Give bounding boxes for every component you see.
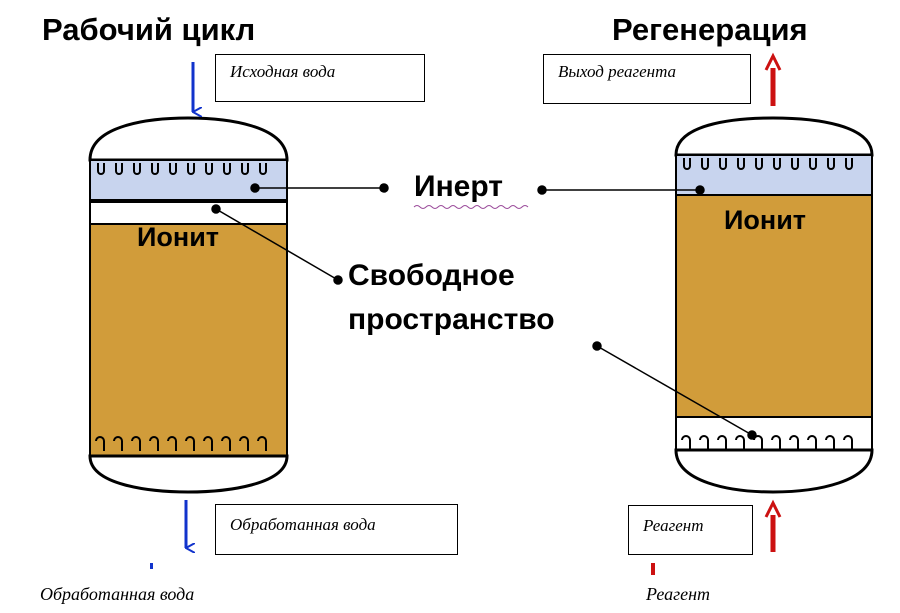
right-stray-mark [651,563,655,575]
right-resin-layer [675,194,873,418]
left-stray-mark [150,563,153,569]
right-outlet-arrow [764,52,782,106]
right-inlet-arrow [764,499,782,552]
spellcheck-underline [413,205,529,209]
left-vessel-bottom-dome [88,454,289,494]
right-resin-label: Ионит [724,205,807,235]
left-top-distributor [97,163,267,175]
right-vessel-bottom-dome [674,448,874,494]
left-vessel-top-dome [88,116,289,162]
right-inlet-label-box: Реагент [628,505,753,555]
right-free-space-band [675,416,873,451]
left-vessel [88,116,289,494]
right-vessel [674,116,874,494]
inert-label: Инерт [414,170,503,203]
title-regeneration: Регенерация [612,12,808,47]
inert-leaders [250,183,705,195]
right-outlet-label-box: Выход реагента [543,54,751,104]
left-resin-label: Ионит [137,222,220,252]
left-outlet-label-box: Обработанная вода [215,504,458,555]
left-bottom-caption: Обработанная вода [40,584,195,604]
right-bottom-caption: Реагент [646,584,711,604]
left-bottom-distributor [95,436,267,451]
left-resin-layer [89,223,288,457]
right-bottom-distributor [681,435,853,450]
title-working-cycle: Рабочий цикл [42,12,256,47]
left-inlet-label-box: Исходная вода [215,54,425,102]
right-top-distributor [683,158,853,170]
right-vessel-top-dome [674,116,874,157]
left-free-space-band [89,201,288,225]
free-space-label-line1: Свободное [348,259,515,292]
free-space-leaders [211,204,757,440]
free-space-label-line2: пространство [348,303,555,336]
